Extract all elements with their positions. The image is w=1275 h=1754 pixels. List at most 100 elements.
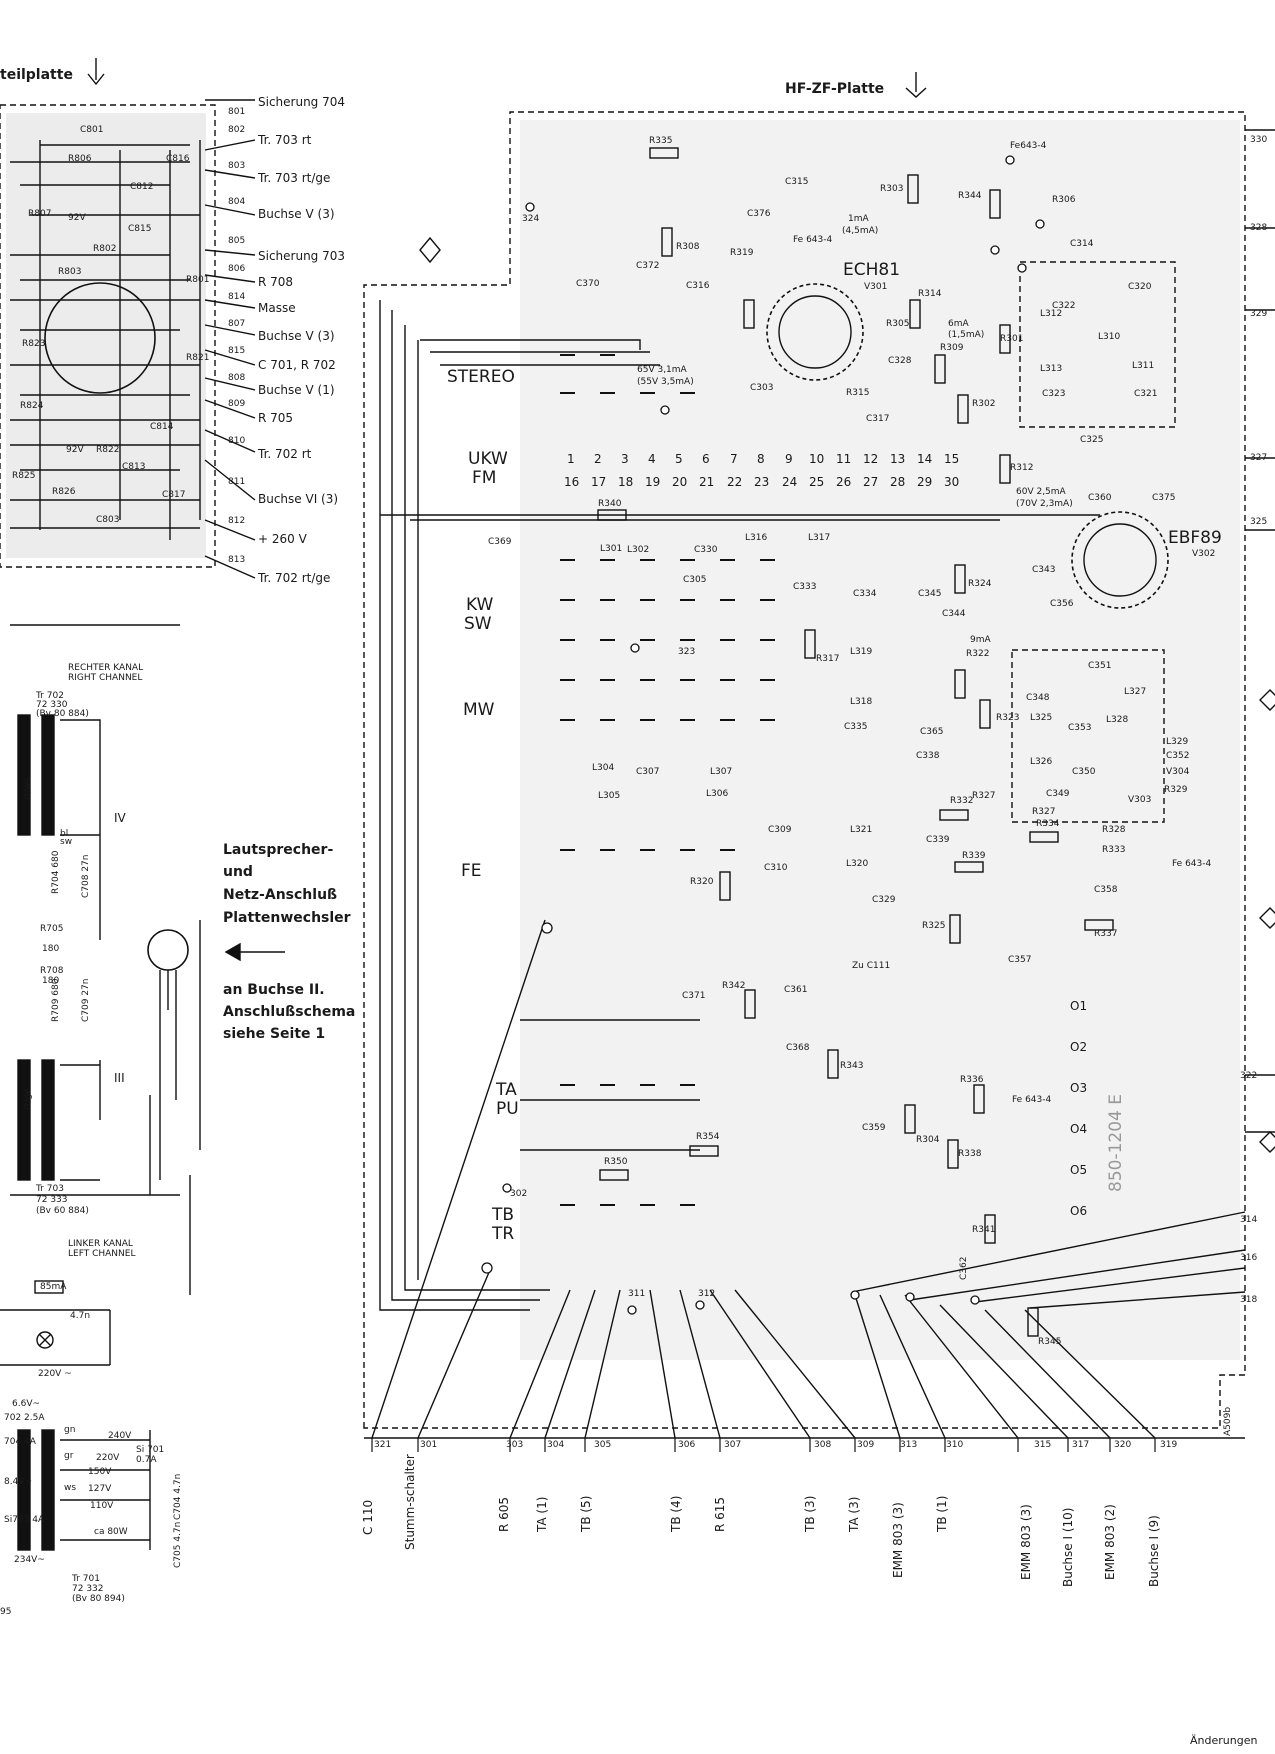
pad-label: O4	[1070, 1122, 1088, 1136]
tr702-label: Tr 702	[36, 691, 64, 701]
connector-number: 804	[228, 197, 246, 207]
component-label: A509b	[1223, 1406, 1233, 1436]
pin-label: TB (5)	[579, 1495, 593, 1532]
pin-label: Buchse I (10)	[1061, 1507, 1075, 1587]
component-label: C344	[942, 609, 966, 619]
part-label: R705	[40, 924, 64, 934]
switch-label: UKW	[468, 449, 508, 469]
component-label: R328	[1102, 825, 1126, 835]
switch-number: 23	[754, 475, 770, 489]
part-label: 110V	[90, 1501, 114, 1511]
component-label: Fe 643-4	[793, 235, 833, 245]
switch-number: 4	[648, 452, 656, 466]
edge-connector-label: 325	[1250, 517, 1268, 527]
component-label: R341	[972, 1225, 996, 1235]
component-label: (1,5mA)	[948, 330, 985, 340]
header-arrow-left	[87, 58, 105, 86]
component-label: V304	[1166, 767, 1190, 777]
component-label: R336	[960, 1075, 984, 1085]
connector-number: 811	[228, 477, 246, 487]
edge-connector-label: 318	[1240, 1295, 1258, 1305]
part-label: gr	[64, 1451, 74, 1461]
switch-number: 2	[594, 452, 602, 466]
connector-number: 814	[228, 292, 246, 302]
part-label: III	[114, 1071, 125, 1085]
pad-label: O2	[1070, 1040, 1088, 1054]
pin-number: 309	[857, 1440, 875, 1450]
connector-label: Buchse V (3)	[258, 329, 335, 343]
component-label: C328	[888, 356, 912, 366]
component-label: C315	[785, 177, 809, 187]
note-line: Lautsprecher-	[223, 842, 334, 858]
component-label: (70V 2,3mA)	[1016, 499, 1073, 509]
component-label: R322	[966, 649, 990, 659]
component-label: C322	[1052, 301, 1076, 311]
part-label: R806	[68, 154, 92, 164]
component-label: C352	[1166, 751, 1190, 761]
part-label: 234V~	[14, 1555, 45, 1565]
part-label: C704 4.7n	[173, 1473, 183, 1520]
component-label: C357	[1008, 955, 1032, 965]
pin-number: 320	[1114, 1440, 1132, 1450]
connector-label: Buchse VI (3)	[258, 492, 339, 506]
component-label: L302	[627, 545, 650, 555]
pin-number: 310	[946, 1440, 964, 1450]
component-label: 6mA	[948, 319, 969, 329]
right-board-header: HF-ZF-Platte	[785, 81, 885, 97]
pad-label: O5	[1070, 1163, 1088, 1177]
part-label: R822	[96, 445, 120, 455]
switch-label: FE	[461, 861, 482, 881]
component-label: C349	[1046, 789, 1070, 799]
note-line: an Buchse II.	[223, 982, 325, 998]
component-label: R324	[968, 579, 992, 589]
switch-number: 22	[727, 475, 743, 489]
component-label: L317	[808, 533, 831, 543]
switch-number: 16	[564, 475, 580, 489]
part-label: 0.7A	[136, 1455, 157, 1465]
connector-label: Masse	[258, 301, 296, 315]
component-label: (55V 3,5mA)	[637, 377, 694, 387]
part-label: C812	[130, 182, 154, 192]
component-label: L305	[598, 791, 621, 801]
pin-number: 306	[678, 1440, 696, 1450]
pin-number: 307	[724, 1440, 742, 1450]
switch-number: 18	[618, 475, 634, 489]
component-label: C362	[959, 1256, 969, 1280]
tr703-label: Tr 703	[36, 1184, 64, 1194]
component-label: 1mA	[848, 214, 869, 224]
switch-number: 20	[672, 475, 688, 489]
part-label: 180	[42, 944, 60, 954]
connector-number: 806	[228, 264, 246, 274]
pin-label: Stumm-schalter	[403, 1454, 417, 1550]
component-label: R303	[880, 184, 904, 194]
component-label: C309	[768, 825, 792, 835]
pin-label: TB (3)	[803, 1495, 817, 1532]
switch-label: MW	[463, 700, 495, 720]
component-label: L316	[745, 533, 768, 543]
component-label: R342	[722, 981, 746, 991]
switch-number: 28	[890, 475, 906, 489]
pin-label: R 605	[497, 1496, 511, 1532]
component-label: C372	[636, 261, 660, 271]
component-label: C334	[853, 589, 877, 599]
component-label: L311	[1132, 361, 1155, 371]
switch-number: 19	[645, 475, 661, 489]
part-label: bl	[60, 829, 69, 839]
part-label: 85mA	[40, 1282, 67, 1292]
connector-number: 808	[228, 373, 246, 383]
connector-label: Tr. 702 rt	[258, 447, 312, 461]
connector-number: 813	[228, 555, 246, 565]
connector-label: + 260 V	[258, 532, 307, 546]
component-label: 60V 2,5mA	[1016, 487, 1066, 497]
component-label: R333	[1102, 845, 1126, 855]
note-line: Anschlußschema	[223, 1004, 356, 1020]
component-label: R301	[1000, 334, 1024, 344]
part-label: R826	[52, 487, 76, 497]
component-label: C361	[784, 985, 808, 995]
part-label: sw	[60, 837, 73, 847]
component-label: R304	[916, 1135, 940, 1145]
component-label: R320	[690, 877, 714, 887]
board-part-number: 850-1204 E	[1106, 1094, 1126, 1192]
pin-number: 304	[547, 1440, 565, 1450]
component-label: C305	[683, 575, 707, 585]
